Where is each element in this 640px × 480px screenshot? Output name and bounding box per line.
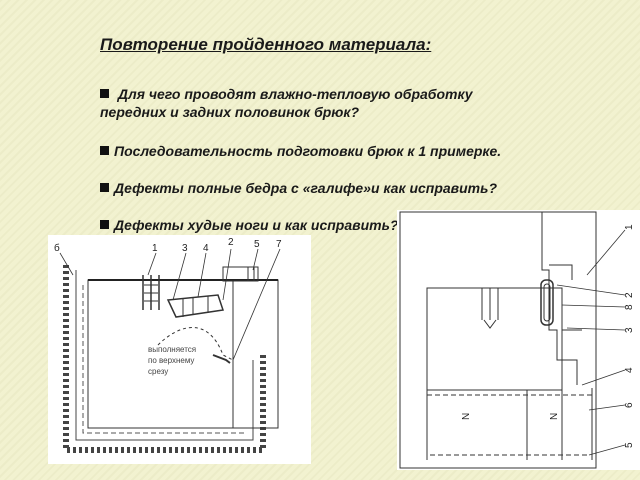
waistband-diagram-svg: б 1 3 4 2 5 7 выполняется по верхнему ср… — [54, 237, 282, 453]
bullet-icon — [100, 183, 109, 192]
question-4-text: Дефекты худые ноги и как исправить? — [114, 217, 399, 233]
question-2: Последовательность подготовки брюк к 1 п… — [100, 142, 501, 160]
callout-label: б — [54, 242, 60, 254]
question-3-text: Дефекты полные бедра с «галифе»и как исп… — [114, 180, 497, 196]
callout-label: 7 — [276, 239, 282, 250]
bullet-icon — [100, 89, 109, 98]
bullet-icon — [100, 220, 109, 229]
slide-title: Повторение пройденного материала: — [100, 35, 432, 54]
callout-label: 8 — [624, 304, 635, 310]
drawing-mark: N — [461, 413, 472, 420]
drawing-note-line: срезу — [148, 367, 168, 376]
callout-label: 1 — [624, 224, 635, 230]
question-1: Для чего проводят влажно-тепловую обрабо… — [100, 85, 530, 121]
drawing-note-line: выполняется — [148, 345, 196, 354]
trouser-fly-drawing: N N 1 2 8 3 4 6 5 — [397, 210, 640, 470]
bullet-icon — [100, 146, 109, 155]
callout-label: 3 — [182, 243, 188, 254]
callout-label: 2 — [228, 237, 234, 248]
callout-label: 2 — [624, 292, 635, 298]
callout-label: 5 — [624, 442, 635, 448]
question-1-text: Для чего проводят влажно-тепловую обрабо… — [100, 86, 473, 120]
callout-label: 6 — [624, 402, 635, 408]
drawing-note-line: по верхнему — [148, 356, 194, 365]
callout-label: 3 — [624, 327, 635, 333]
drawing-mark: N — [549, 413, 560, 420]
fly-diagram-svg: N N 1 2 8 3 4 6 5 — [399, 211, 635, 469]
trouser-waistband-drawing: б 1 3 4 2 5 7 выполняется по верхнему ср… — [48, 235, 311, 464]
callout-label: 4 — [203, 243, 209, 254]
question-3: Дефекты полные бедра с «галифе»и как исп… — [100, 179, 497, 197]
question-2-text: Последовательность подготовки брюк к 1 п… — [114, 143, 502, 159]
callout-label: 1 — [152, 243, 158, 254]
callout-label: 5 — [254, 239, 260, 250]
question-4: Дефекты худые ноги и как исправить? — [100, 216, 398, 234]
callout-label: 4 — [624, 367, 635, 373]
